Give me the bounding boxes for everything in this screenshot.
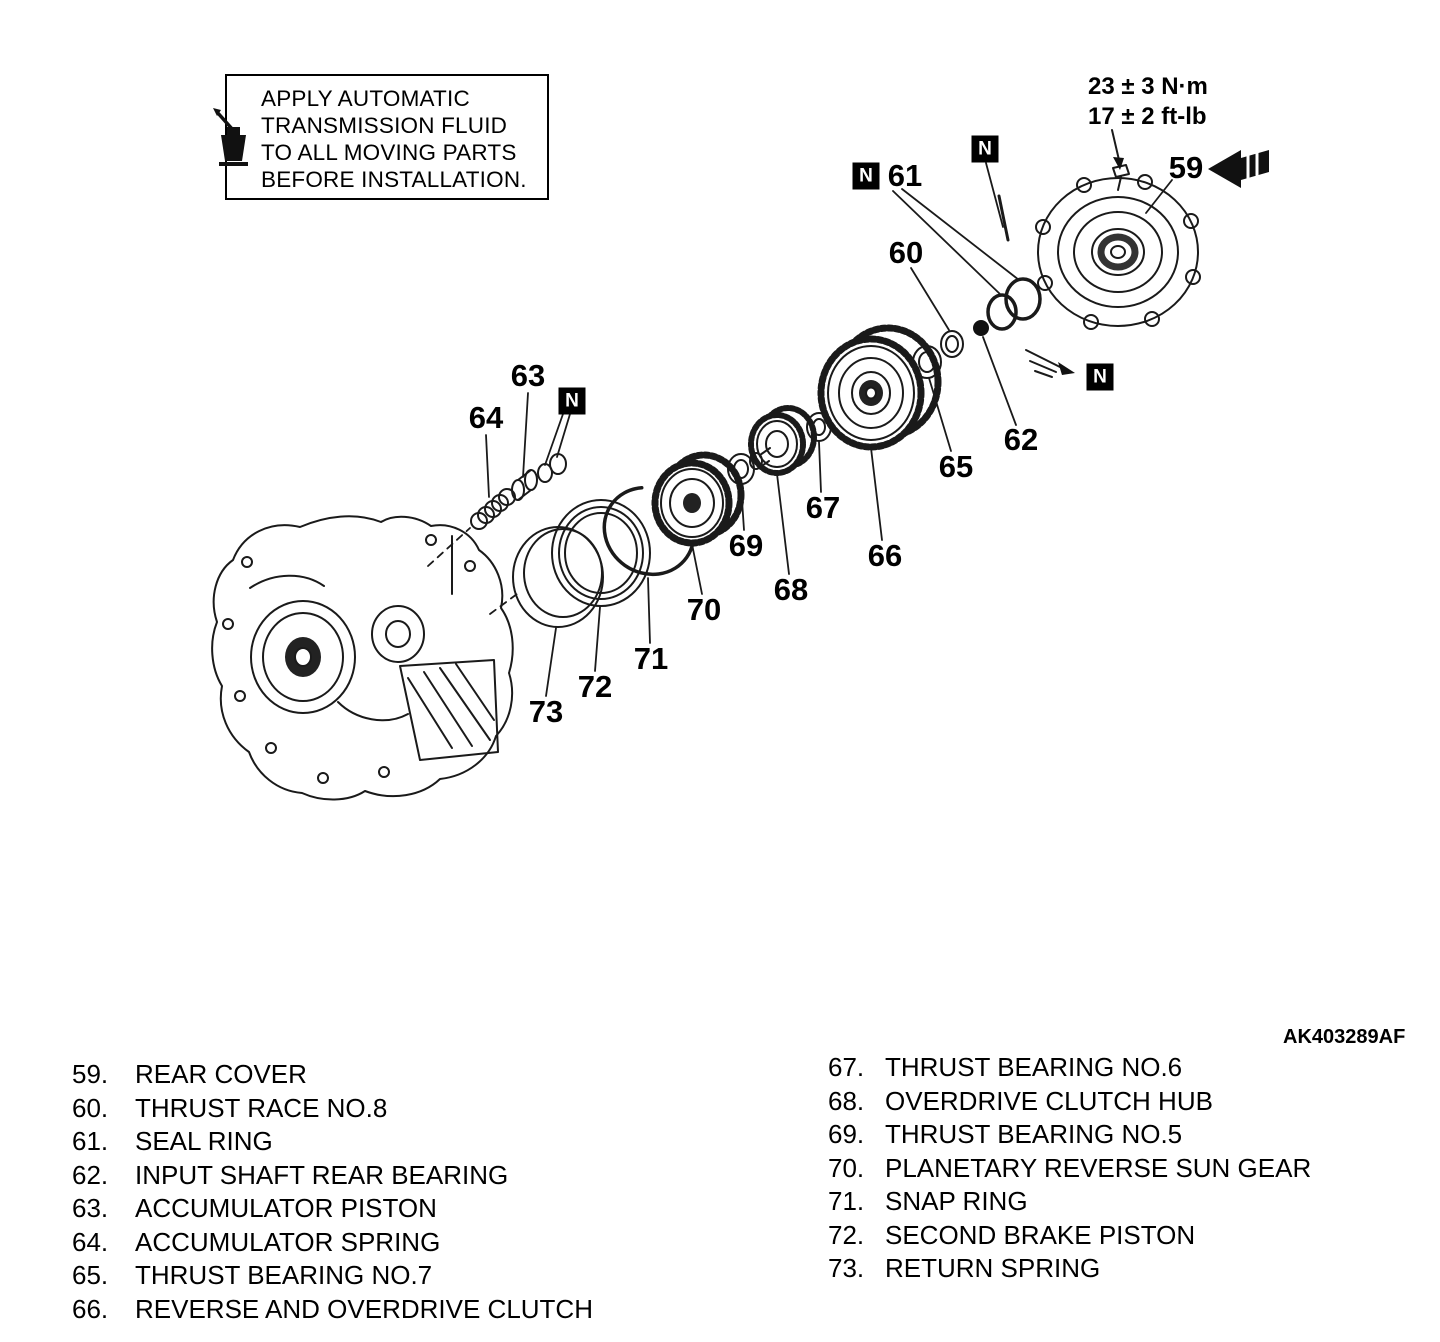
part-name: SECOND BRAKE PISTON xyxy=(885,1219,1196,1250)
part-name: REVERSE AND OVERDRIVE CLUTCH xyxy=(135,1293,593,1324)
part-number: 67. xyxy=(828,1052,865,1083)
parts-list-item: 60. THRUST RACE NO.8 xyxy=(72,1092,593,1126)
parts-list-item: 65. THRUST BEARING NO.7 xyxy=(72,1259,593,1293)
note-line: APPLY AUTOMATIC xyxy=(261,86,470,111)
new-part-symbol: N xyxy=(852,162,880,190)
part-number: 70. xyxy=(828,1152,865,1183)
part-number: 64. xyxy=(72,1226,109,1257)
callout-69: 69 xyxy=(728,528,764,563)
parts-list-left: 59. REAR COVER 60. THRUST RACE NO.8 61. … xyxy=(72,1058,593,1326)
thrust-bearing-7-part xyxy=(912,345,942,379)
second-brake-piston-part xyxy=(551,499,651,607)
callout-62: 62 xyxy=(1003,422,1039,457)
parts-list-item: 62. INPUT SHAFT REAR BEARING xyxy=(72,1159,593,1193)
part-number: 69. xyxy=(828,1119,865,1150)
callout-64: 64 xyxy=(468,400,504,435)
part-name: SNAP RING xyxy=(885,1186,1028,1217)
part-name: OVERDRIVE CLUTCH HUB xyxy=(885,1085,1213,1116)
part-name: THRUST RACE NO.8 xyxy=(135,1092,388,1123)
alignment-dashed-lines xyxy=(427,527,518,615)
callout-66: 66 xyxy=(867,538,903,573)
parts-list-item: 71. SNAP RING xyxy=(828,1185,1311,1219)
parts-list-item: 64. ACCUMULATOR SPRING xyxy=(72,1226,593,1260)
part-name: ACCUMULATOR PISTON xyxy=(135,1193,437,1224)
callout-70: 70 xyxy=(686,592,722,627)
part-name: REAR COVER xyxy=(135,1059,307,1090)
figure-code: AK403289AF xyxy=(1283,1026,1406,1048)
bolt-part xyxy=(1112,164,1130,191)
part-number: 62. xyxy=(72,1159,109,1190)
seal-ring-parts xyxy=(986,277,1042,331)
part-number: 66. xyxy=(72,1293,109,1324)
part-number: 63. xyxy=(72,1193,109,1224)
arrow-marks xyxy=(1025,349,1075,378)
torque-arrow xyxy=(1111,129,1124,170)
accumulator-seal-rings xyxy=(537,453,567,483)
input-shaft-rear-bearing-part xyxy=(973,320,989,336)
part-number: 73. xyxy=(828,1253,865,1284)
parts-list-item: 67. THRUST BEARING NO.6 xyxy=(828,1051,1311,1085)
pin-part xyxy=(997,194,1010,242)
parts-list-item: 61. SEAL RING xyxy=(72,1125,593,1159)
new-part-symbol: N xyxy=(1086,363,1114,391)
thrust-race-8-part xyxy=(940,330,964,358)
callout-63: 63 xyxy=(510,358,546,393)
callout-68: 68 xyxy=(773,572,809,607)
part-name: RETURN SPRING xyxy=(885,1253,1101,1284)
parts-list-item: 69. THRUST BEARING NO.5 xyxy=(828,1118,1311,1152)
oil-can-icon xyxy=(213,108,248,166)
parts-list-item: 66. REVERSE AND OVERDRIVE CLUTCH xyxy=(72,1293,593,1327)
callout-73: 73 xyxy=(528,694,564,729)
callout-65: 65 xyxy=(938,449,974,484)
part-name: ACCUMULATOR SPRING xyxy=(135,1226,441,1257)
callout-72: 72 xyxy=(577,669,613,704)
note-line: TRANSMISSION FLUID xyxy=(261,113,508,138)
part-number: 68. xyxy=(828,1085,865,1116)
parts-list-item: 59. REAR COVER xyxy=(72,1058,593,1092)
accumulator-spring-part xyxy=(470,488,516,530)
part-name: INPUT SHAFT REAR BEARING xyxy=(135,1159,509,1190)
part-number: 60. xyxy=(72,1092,109,1123)
part-name: THRUST BEARING NO.5 xyxy=(885,1119,1183,1150)
torque-metric: 23 ± 3 N·m xyxy=(1088,73,1208,100)
parts-list-right: 67. THRUST BEARING NO.6 68. OVERDRIVE CL… xyxy=(828,1051,1311,1286)
parts-list-item: 68. OVERDRIVE CLUTCH HUB xyxy=(828,1085,1311,1119)
torque-imperial: 17 ± 2 ft-lb xyxy=(1088,103,1207,130)
callout-67: 67 xyxy=(805,490,841,525)
fluid-note-box: APPLY AUTOMATIC TRANSMISSION FLUID TO AL… xyxy=(213,74,549,200)
note-line: BEFORE INSTALLATION. xyxy=(261,167,527,192)
callout-61: 61 xyxy=(887,158,923,193)
reverse-overdrive-clutch-part xyxy=(817,324,942,451)
note-line: TO ALL MOVING PARTS xyxy=(261,140,517,165)
parts-list-item: 73. RETURN SPRING xyxy=(828,1252,1311,1286)
part-name: THRUST BEARING NO.6 xyxy=(885,1052,1183,1083)
part-name: PLANETARY REVERSE SUN GEAR xyxy=(885,1152,1312,1183)
callout-71: 71 xyxy=(633,641,669,676)
rear-cover-part xyxy=(1035,174,1201,330)
parts-list-item: 72. SECOND BRAKE PISTON xyxy=(828,1219,1311,1253)
part-number: 59. xyxy=(72,1059,109,1090)
transaxle-case-part xyxy=(211,515,514,801)
note-text: APPLY AUTOMATIC TRANSMISSION FLUID TO AL… xyxy=(261,85,541,193)
callout-60: 60 xyxy=(888,235,924,270)
parts-list-item: 70. PLANETARY REVERSE SUN GEAR xyxy=(828,1152,1311,1186)
part-name: THRUST BEARING NO.7 xyxy=(135,1260,433,1291)
accumulator-piston-part xyxy=(511,469,538,501)
torque-spec: 23 ± 3 N·m 17 ± 2 ft-lb xyxy=(1088,72,1208,132)
overdrive-clutch-hub-part xyxy=(748,405,817,476)
new-part-symbol: N xyxy=(971,135,999,163)
leader-lines xyxy=(485,162,1173,697)
callout-59: 59 xyxy=(1168,150,1204,185)
part-number: 72. xyxy=(828,1219,865,1250)
new-part-symbol: N xyxy=(558,387,586,415)
part-name: SEAL RING xyxy=(135,1126,273,1157)
part-number: 61. xyxy=(72,1126,109,1157)
part-number: 65. xyxy=(72,1260,109,1291)
direction-arrow-icon xyxy=(1208,150,1269,188)
parts-list-item: 63. ACCUMULATOR PISTON xyxy=(72,1192,593,1226)
part-number: 71. xyxy=(828,1186,865,1217)
